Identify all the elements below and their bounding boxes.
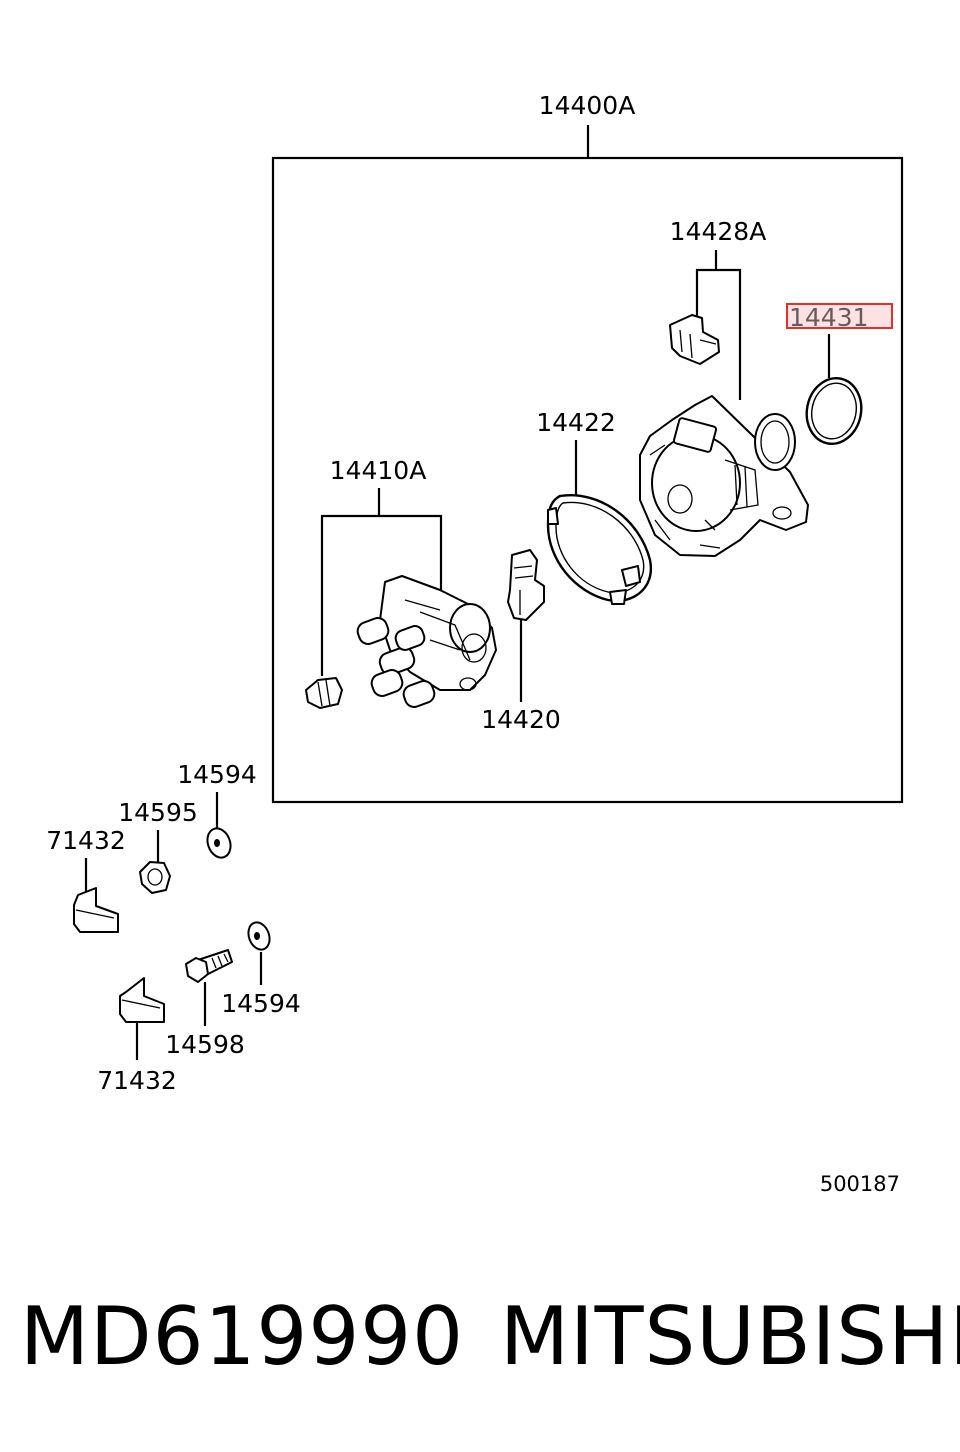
o-ring-icon [805,377,863,445]
highlight-box [786,303,893,329]
brand-name: MITSUBISHI [500,1290,960,1383]
sensor-piece-icon [669,314,720,365]
cap-plug-icon [305,677,343,709]
distributor-housing-icon [639,395,809,557]
label-gasket[interactable]: 14422 [536,408,616,437]
bolt-icon [185,949,233,983]
nut-icon [139,861,171,894]
parts-diagram: 14400A 14428A 14431 14422 14410A [46,91,904,1196]
label-washer-upper[interactable]: 14594 [177,760,257,789]
footer: MD619990 MITSUBISHI [0,1290,960,1390]
rotor-icon [507,549,545,621]
part-number: MD619990 [20,1290,465,1383]
label-cap-assy[interactable]: 14410A [330,456,427,485]
label-bolt[interactable]: 14598 [165,1030,245,1059]
label-clamp-upper[interactable]: 71432 [46,826,126,855]
distributor-cap-icon [356,575,497,708]
label-nut[interactable]: 14595 [118,798,198,827]
washer-lower-icon [247,921,271,951]
label-rotor[interactable]: 14420 [481,705,561,734]
clamp-upper-icon [73,887,119,933]
diagram-code: 500187 [820,1172,900,1196]
label-sensor-unit[interactable]: 14428A [670,217,767,246]
label-assembly[interactable]: 14400A [539,91,636,120]
clamp-lower-icon [119,977,165,1023]
gasket-icon [546,494,653,605]
label-washer-lower[interactable]: 14594 [221,989,301,1018]
washer-upper-icon [206,827,232,859]
label-o-ring[interactable]: 14431 [789,303,869,332]
label-clamp-lower[interactable]: 71432 [97,1066,177,1095]
